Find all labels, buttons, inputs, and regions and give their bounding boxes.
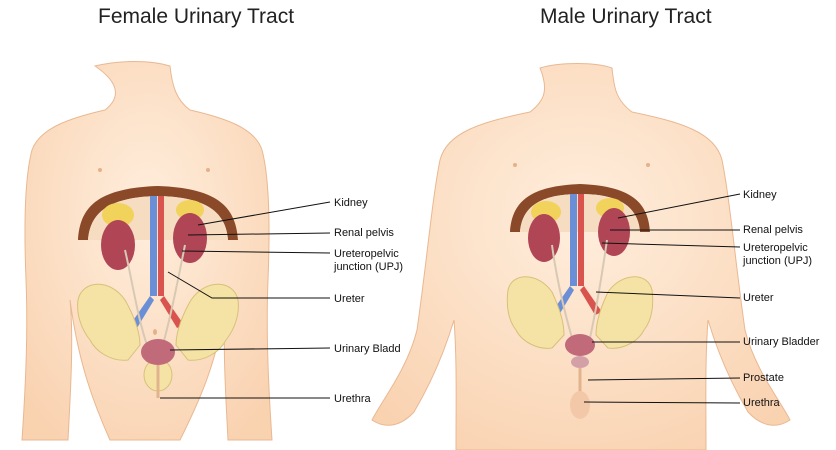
nipple-mark	[646, 163, 650, 167]
female-right-kidney	[173, 213, 207, 263]
male-prostate	[571, 356, 589, 368]
male-genitalia	[570, 391, 590, 419]
male-ureter-label: Ureter	[743, 292, 774, 304]
female-urethra-label: Urethra	[334, 393, 371, 405]
navel-mark	[153, 329, 157, 335]
male-urethra-label: Urethra	[743, 397, 780, 409]
female-kidney-label: Kidney	[334, 197, 368, 209]
male-upj-label-line2: junction (UPJ)	[743, 255, 812, 267]
male-kidney-label: Kidney	[743, 189, 777, 201]
male-vena-cava	[570, 194, 577, 286]
female-ureter-label: Ureter	[334, 293, 365, 305]
male-bladder-label: Urinary Bladder	[743, 336, 819, 348]
male-left-kidney	[528, 214, 560, 262]
nipple-mark	[513, 163, 517, 167]
female-renal-pelvis-label: Renal pelvis	[334, 227, 394, 239]
female-bladder	[141, 339, 175, 365]
female-upj-label-line1: Ureteropelvic	[334, 248, 399, 260]
female-vena-cava	[150, 196, 157, 296]
male-upj-label-line1: Ureteropelvic	[743, 242, 808, 254]
female-aorta	[158, 196, 164, 296]
female-upj-label-line2: junction (UPJ)	[334, 261, 403, 273]
female-bladder-label: Urinary Bladd	[334, 343, 401, 355]
male-aorta	[578, 194, 584, 286]
male-right-kidney	[598, 208, 630, 256]
female-left-kidney	[101, 220, 135, 270]
male-bladder	[565, 334, 595, 356]
nipple-mark	[206, 168, 210, 172]
male-renal-pelvis-label: Renal pelvis	[743, 224, 803, 236]
male-prostate-label: Prostate	[743, 372, 784, 384]
nipple-mark	[98, 168, 102, 172]
